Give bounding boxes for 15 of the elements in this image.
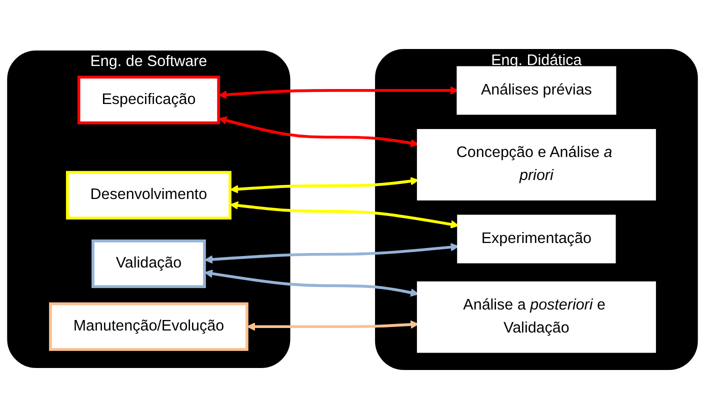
node-box: Manutenção/Evolução <box>49 302 248 351</box>
arrow <box>246 320 419 331</box>
node-box: Análises prévias <box>456 66 616 115</box>
node-box: Especificação <box>77 76 220 124</box>
arrow <box>218 116 419 148</box>
arrow <box>218 86 458 99</box>
arrow <box>204 242 459 264</box>
arrow <box>204 270 419 297</box>
node-box: Experimentação <box>457 214 616 264</box>
node-box: Desenvolvimento <box>66 170 232 220</box>
node-box: Análise a posteriori e Validação <box>416 281 656 353</box>
node-box: Validação <box>92 240 206 288</box>
arrow <box>230 176 419 194</box>
node-box: Concepção e Análise a priori <box>416 129 656 200</box>
arrow <box>230 201 459 228</box>
